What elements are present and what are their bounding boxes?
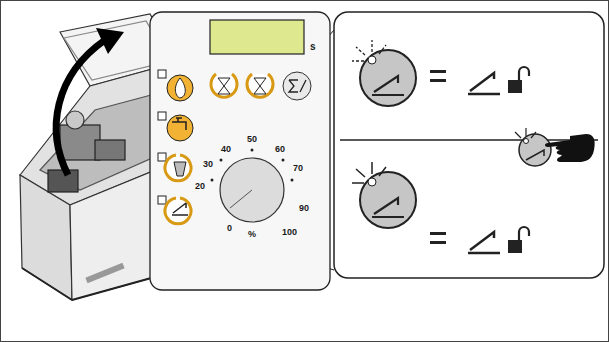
dial-scale: 20 bbox=[195, 182, 205, 191]
dial-scale: 90 bbox=[299, 204, 309, 213]
dial-unit: % bbox=[248, 230, 256, 239]
dial-scale: 60 bbox=[275, 145, 285, 154]
dial-scale: 100 bbox=[282, 228, 297, 237]
dial-scale: 30 bbox=[203, 160, 213, 169]
open-arrow bbox=[56, 40, 105, 175]
control-panel bbox=[150, 12, 330, 290]
callout-zoom bbox=[334, 12, 604, 278]
dial-scale: 70 bbox=[293, 164, 303, 173]
unit-label: s bbox=[310, 42, 316, 52]
dial-scale: 50 bbox=[247, 135, 257, 144]
dial-scale: 0 bbox=[227, 224, 232, 233]
dial-scale: 40 bbox=[221, 145, 231, 154]
